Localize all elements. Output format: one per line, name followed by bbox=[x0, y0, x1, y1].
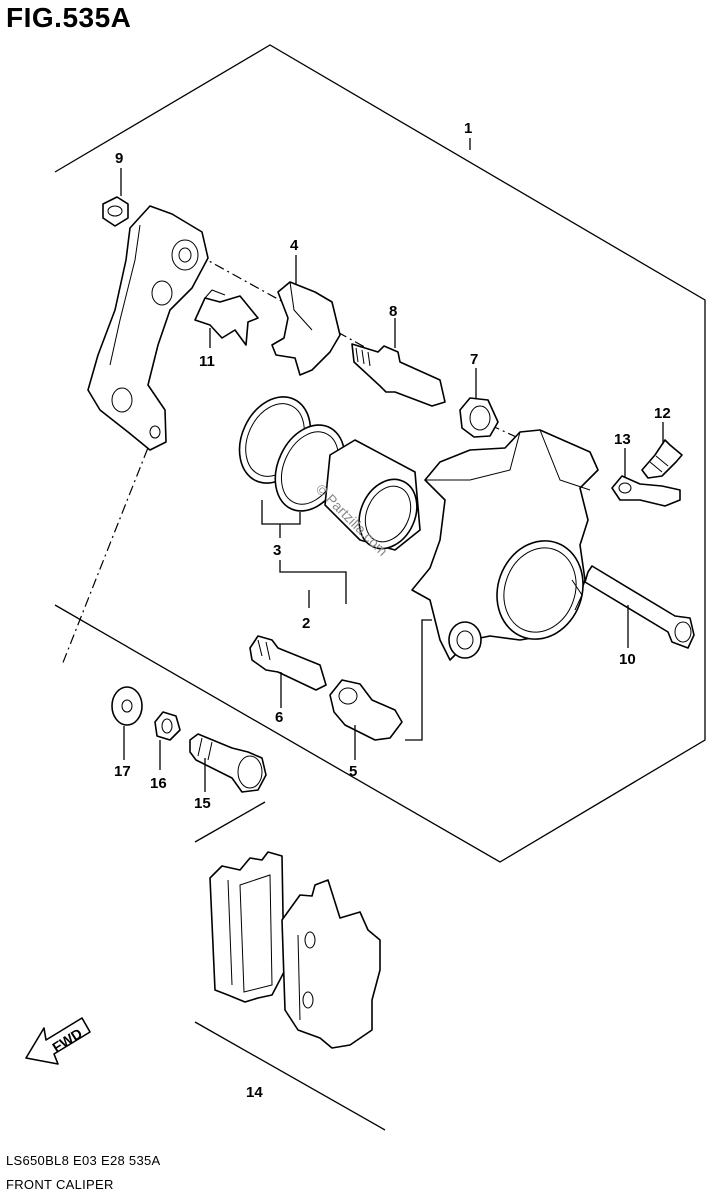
figure-title: FIG.535A bbox=[6, 2, 132, 33]
part-11-spring bbox=[194, 289, 259, 346]
part-4-pad-spring bbox=[271, 281, 341, 376]
part-10-bolt bbox=[584, 565, 695, 649]
part-12-bleeder bbox=[641, 439, 683, 479]
callout-11: 11 bbox=[199, 353, 215, 370]
callout-16: 16 bbox=[150, 775, 167, 792]
callout-3: 3 bbox=[273, 542, 281, 559]
section-name: FRONT CALIPER bbox=[6, 1177, 114, 1192]
part-9-nut bbox=[102, 196, 129, 227]
part-5-boot bbox=[329, 679, 403, 741]
leader-lines bbox=[120, 168, 664, 792]
caliper-body bbox=[411, 429, 599, 661]
part-15-bolt bbox=[189, 733, 267, 793]
part-2-piston bbox=[324, 439, 421, 551]
callout-12: 12 bbox=[654, 405, 671, 422]
callout-14: 14 bbox=[246, 1084, 263, 1101]
part-7-boot bbox=[459, 397, 499, 438]
callout-13: 13 bbox=[614, 431, 631, 448]
callout-17: 17 bbox=[114, 763, 131, 780]
caliper-bracket bbox=[87, 205, 209, 451]
callout-5: 5 bbox=[349, 763, 357, 780]
part-17-washer bbox=[111, 686, 143, 726]
callout-4: 4 bbox=[290, 237, 299, 254]
part-8-slide-pin bbox=[351, 343, 446, 407]
part-13-cap bbox=[611, 475, 681, 507]
callout-7: 7 bbox=[470, 351, 478, 368]
callout-9: 9 bbox=[115, 150, 123, 167]
callout-8: 8 bbox=[389, 303, 397, 320]
callout-6: 6 bbox=[275, 709, 283, 726]
part-6-slide-pin bbox=[249, 635, 327, 691]
callout-10: 10 bbox=[619, 651, 636, 668]
callouts: 1 2 3 4 5 6 7 8 9 10 11 12 13 14 15 16 1… bbox=[114, 120, 671, 1101]
fwd-arrow-icon: FWD bbox=[25, 1017, 91, 1065]
callout-2: 2 bbox=[302, 615, 310, 632]
part-14-brake-pads bbox=[209, 851, 381, 1049]
assembly-boundary bbox=[54, 44, 706, 863]
model-code: LS650BL8 E03 E28 535A bbox=[6, 1153, 161, 1168]
callout-1: 1 bbox=[464, 120, 472, 137]
pad-set-boundary bbox=[194, 801, 386, 1131]
part-16-nut bbox=[154, 711, 181, 741]
callout-15: 15 bbox=[194, 795, 211, 812]
